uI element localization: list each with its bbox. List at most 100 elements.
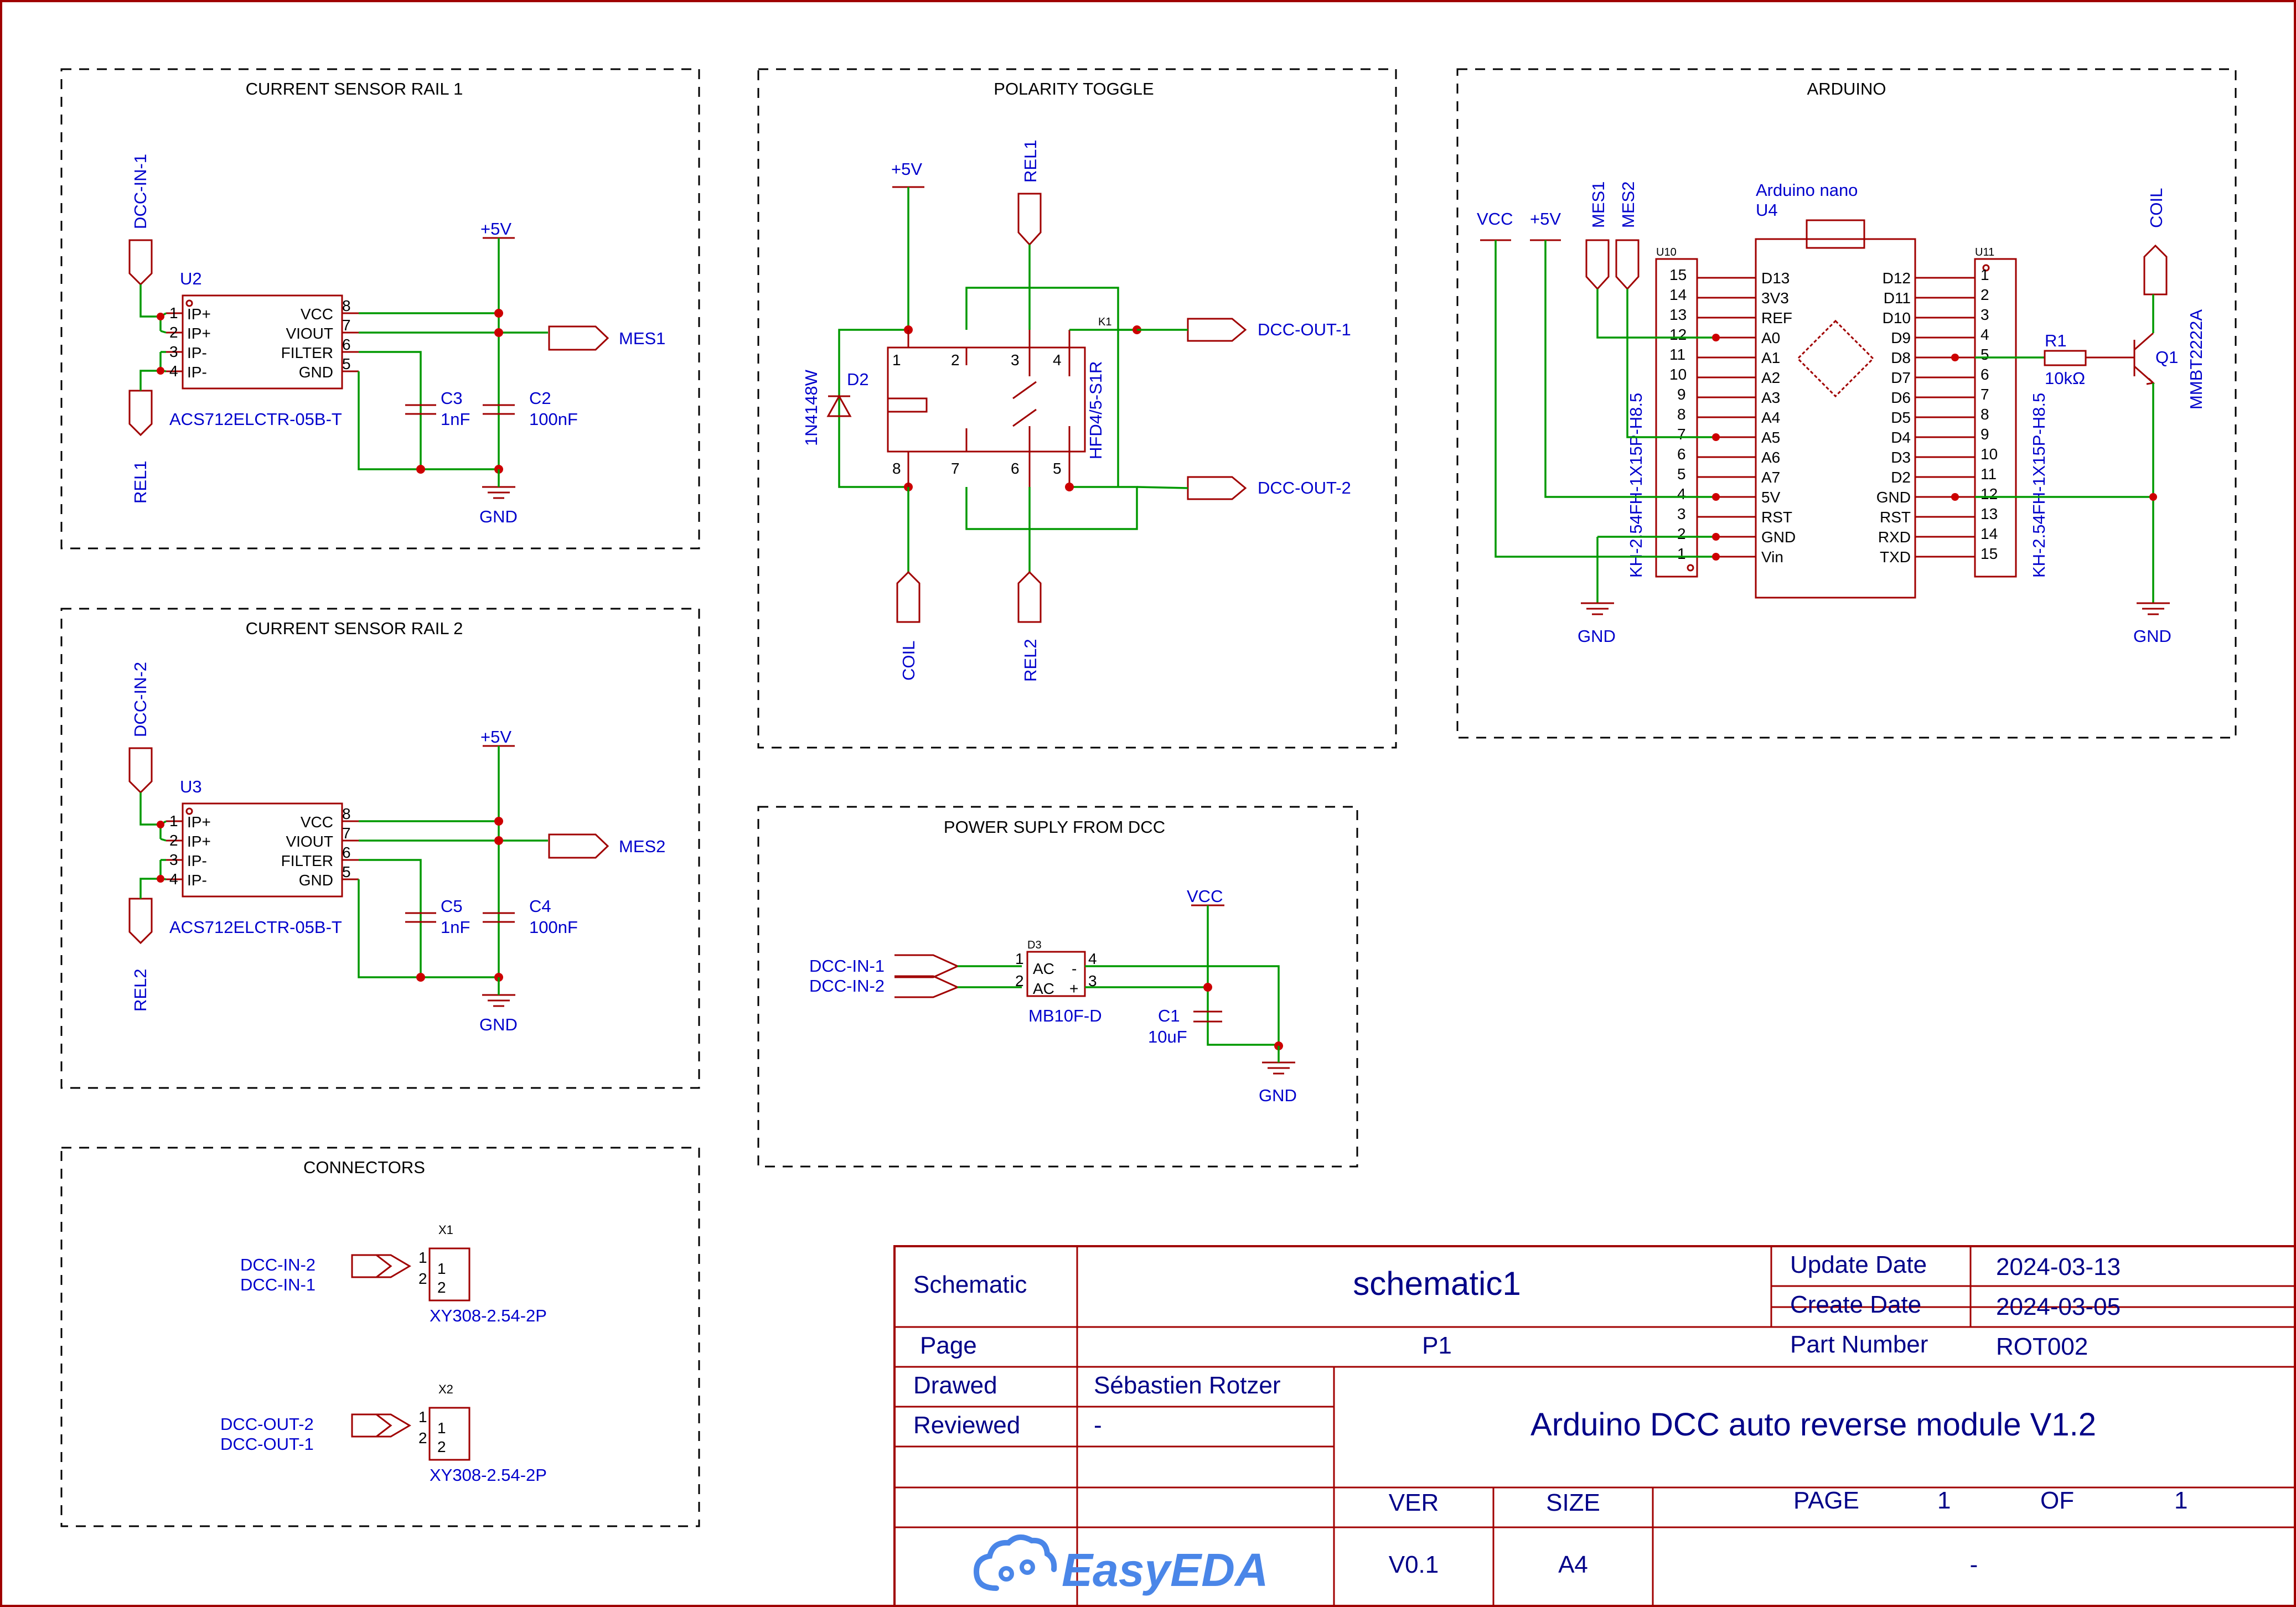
section-box-arduino bbox=[1456, 68, 2237, 739]
header-left-nums: 15 14 13 12 11 10 9 8 7 6 5 4 3 2 1 bbox=[1669, 266, 1687, 562]
svg-text:KH-2.54FH-1X15P-H8.5: KH-2.54FH-1X15P-H8.5 bbox=[1626, 393, 1646, 578]
svg-text:C5: C5 bbox=[441, 896, 463, 916]
arduino-mes2-port[interactable] bbox=[1615, 239, 1640, 291]
svg-text:VER: VER bbox=[1389, 1489, 1439, 1516]
svg-text:OF: OF bbox=[2040, 1487, 2074, 1514]
rail1-ref: U2 bbox=[180, 269, 202, 288]
svg-text:13: 13 bbox=[1669, 306, 1687, 323]
svg-text:C4: C4 bbox=[529, 896, 551, 916]
svg-text:8: 8 bbox=[342, 805, 351, 822]
svg-text:D6: D6 bbox=[1891, 389, 1911, 406]
svg-text:3: 3 bbox=[1088, 972, 1097, 989]
connector-x2 bbox=[428, 1407, 470, 1461]
svg-text:DCC-OUT-1: DCC-OUT-1 bbox=[220, 1434, 314, 1454]
svg-text:EasyEDA: EasyEDA bbox=[1062, 1544, 1269, 1596]
svg-text:A4: A4 bbox=[1761, 409, 1780, 426]
svg-text:D4: D4 bbox=[1891, 429, 1911, 446]
svg-text:AC: AC bbox=[1033, 960, 1054, 977]
svg-text:C1: C1 bbox=[1158, 1006, 1180, 1025]
svg-text:+5V: +5V bbox=[1530, 209, 1561, 229]
svg-text:D3: D3 bbox=[1891, 449, 1911, 466]
svg-text:Sébastien Rotzer: Sébastien Rotzer bbox=[1094, 1372, 1281, 1399]
svg-text:RXD: RXD bbox=[1878, 528, 1911, 546]
svg-text:5: 5 bbox=[342, 863, 351, 880]
polarity-rel2-port[interactable] bbox=[1017, 571, 1042, 623]
svg-text:X2: X2 bbox=[438, 1382, 453, 1396]
arduino-mes1-port[interactable] bbox=[1585, 239, 1610, 291]
svg-text:Update Date: Update Date bbox=[1790, 1251, 1927, 1278]
svg-text:IP-: IP- bbox=[187, 852, 207, 869]
svg-text:GND: GND bbox=[2133, 626, 2171, 646]
svg-text:9: 9 bbox=[1980, 426, 1989, 443]
section-title-rail2: CURRENT SENSOR RAIL 2 bbox=[246, 619, 463, 638]
svg-text:1nF: 1nF bbox=[441, 917, 470, 937]
svg-text:1: 1 bbox=[1980, 266, 1989, 283]
svg-text:FILTER: FILTER bbox=[281, 852, 333, 869]
svg-text:C2: C2 bbox=[529, 388, 551, 408]
svg-text:VIOUT: VIOUT bbox=[286, 325, 333, 342]
svg-text:X1: X1 bbox=[438, 1223, 453, 1237]
svg-text:2: 2 bbox=[1980, 286, 1989, 303]
svg-text:6: 6 bbox=[342, 844, 351, 861]
svg-text:D8: D8 bbox=[1891, 349, 1911, 366]
svg-text:5: 5 bbox=[1053, 460, 1062, 477]
svg-text:10: 10 bbox=[1669, 366, 1687, 383]
svg-text:4: 4 bbox=[1677, 485, 1686, 502]
svg-text:2: 2 bbox=[169, 324, 178, 341]
svg-text:A5: A5 bbox=[1761, 429, 1780, 446]
svg-text:REF: REF bbox=[1761, 309, 1792, 326]
svg-text:IP+: IP+ bbox=[187, 813, 211, 831]
svg-text:SIZE: SIZE bbox=[1546, 1489, 1600, 1516]
polarity-coil-port[interactable] bbox=[896, 571, 921, 623]
rail1-in-port[interactable] bbox=[128, 239, 153, 286]
svg-text:Arduino nano: Arduino nano bbox=[1756, 180, 1858, 200]
svg-text:3: 3 bbox=[1011, 351, 1020, 369]
svg-text:11: 11 bbox=[1980, 465, 1997, 483]
polarity-out1-port[interactable] bbox=[1187, 318, 1247, 342]
svg-text:13: 13 bbox=[1980, 505, 1998, 522]
section-title-polarity: POLARITY TOGGLE bbox=[994, 79, 1154, 99]
svg-text:VCC: VCC bbox=[301, 305, 333, 323]
rail2-in-port-label: DCC-IN-2 bbox=[131, 662, 150, 737]
polarity-rel1-port[interactable] bbox=[1017, 193, 1042, 246]
rail2-rel-port-label: REL2 bbox=[131, 968, 150, 1012]
svg-text:2024-03-05: 2024-03-05 bbox=[1996, 1293, 2121, 1320]
power-group: DCC-IN-1 DCC-IN-2 D3 1 2 AC AC - + 4 3 M… bbox=[809, 887, 1297, 1105]
svg-text:3: 3 bbox=[1980, 306, 1989, 323]
rail2-mes-port[interactable] bbox=[548, 833, 609, 859]
section-box-power bbox=[757, 806, 1358, 1168]
rail2-in-port[interactable] bbox=[128, 747, 153, 794]
svg-text:V0.1: V0.1 bbox=[1389, 1551, 1439, 1578]
svg-text:1: 1 bbox=[2174, 1487, 2188, 1514]
svg-text:D2: D2 bbox=[847, 370, 869, 389]
svg-text:-: - bbox=[1072, 960, 1077, 977]
svg-text:COIL: COIL bbox=[2147, 188, 2166, 228]
arduino-coil-port[interactable] bbox=[2143, 244, 2168, 296]
rail1-mes-port[interactable] bbox=[548, 325, 609, 351]
svg-text:Q1: Q1 bbox=[2155, 348, 2178, 367]
svg-text:Drawed: Drawed bbox=[913, 1372, 997, 1399]
svg-text:AC: AC bbox=[1033, 980, 1054, 997]
svg-text:12: 12 bbox=[1980, 485, 1998, 502]
svg-text:A7: A7 bbox=[1761, 469, 1780, 486]
svg-text:U11: U11 bbox=[1975, 246, 1994, 258]
svg-text:1: 1 bbox=[169, 304, 178, 322]
svg-text:GND: GND bbox=[479, 507, 518, 526]
rail2-part: ACS712ELCTR-05B-T bbox=[169, 917, 342, 937]
svg-text:FILTER: FILTER bbox=[281, 344, 333, 361]
rail1-rel-port[interactable] bbox=[128, 390, 153, 437]
svg-text:-: - bbox=[1970, 1551, 1978, 1578]
svg-text:RST: RST bbox=[1880, 509, 1911, 526]
svg-text:VCC: VCC bbox=[301, 813, 333, 831]
svg-text:DCC-IN-1: DCC-IN-1 bbox=[809, 956, 885, 976]
svg-text:15: 15 bbox=[1980, 545, 1998, 562]
svg-text:D13: D13 bbox=[1761, 269, 1790, 287]
svg-text:-: - bbox=[1094, 1412, 1102, 1439]
easyeda-logo: EasyEDA bbox=[973, 1535, 1269, 1596]
svg-text:4: 4 bbox=[169, 362, 178, 380]
polarity-out2-port[interactable] bbox=[1187, 476, 1247, 500]
svg-text:DCC-OUT-2: DCC-OUT-2 bbox=[220, 1414, 314, 1434]
svg-text:3: 3 bbox=[169, 851, 178, 868]
rail2-rel-port[interactable] bbox=[128, 898, 153, 945]
svg-text:1: 1 bbox=[418, 1408, 427, 1425]
